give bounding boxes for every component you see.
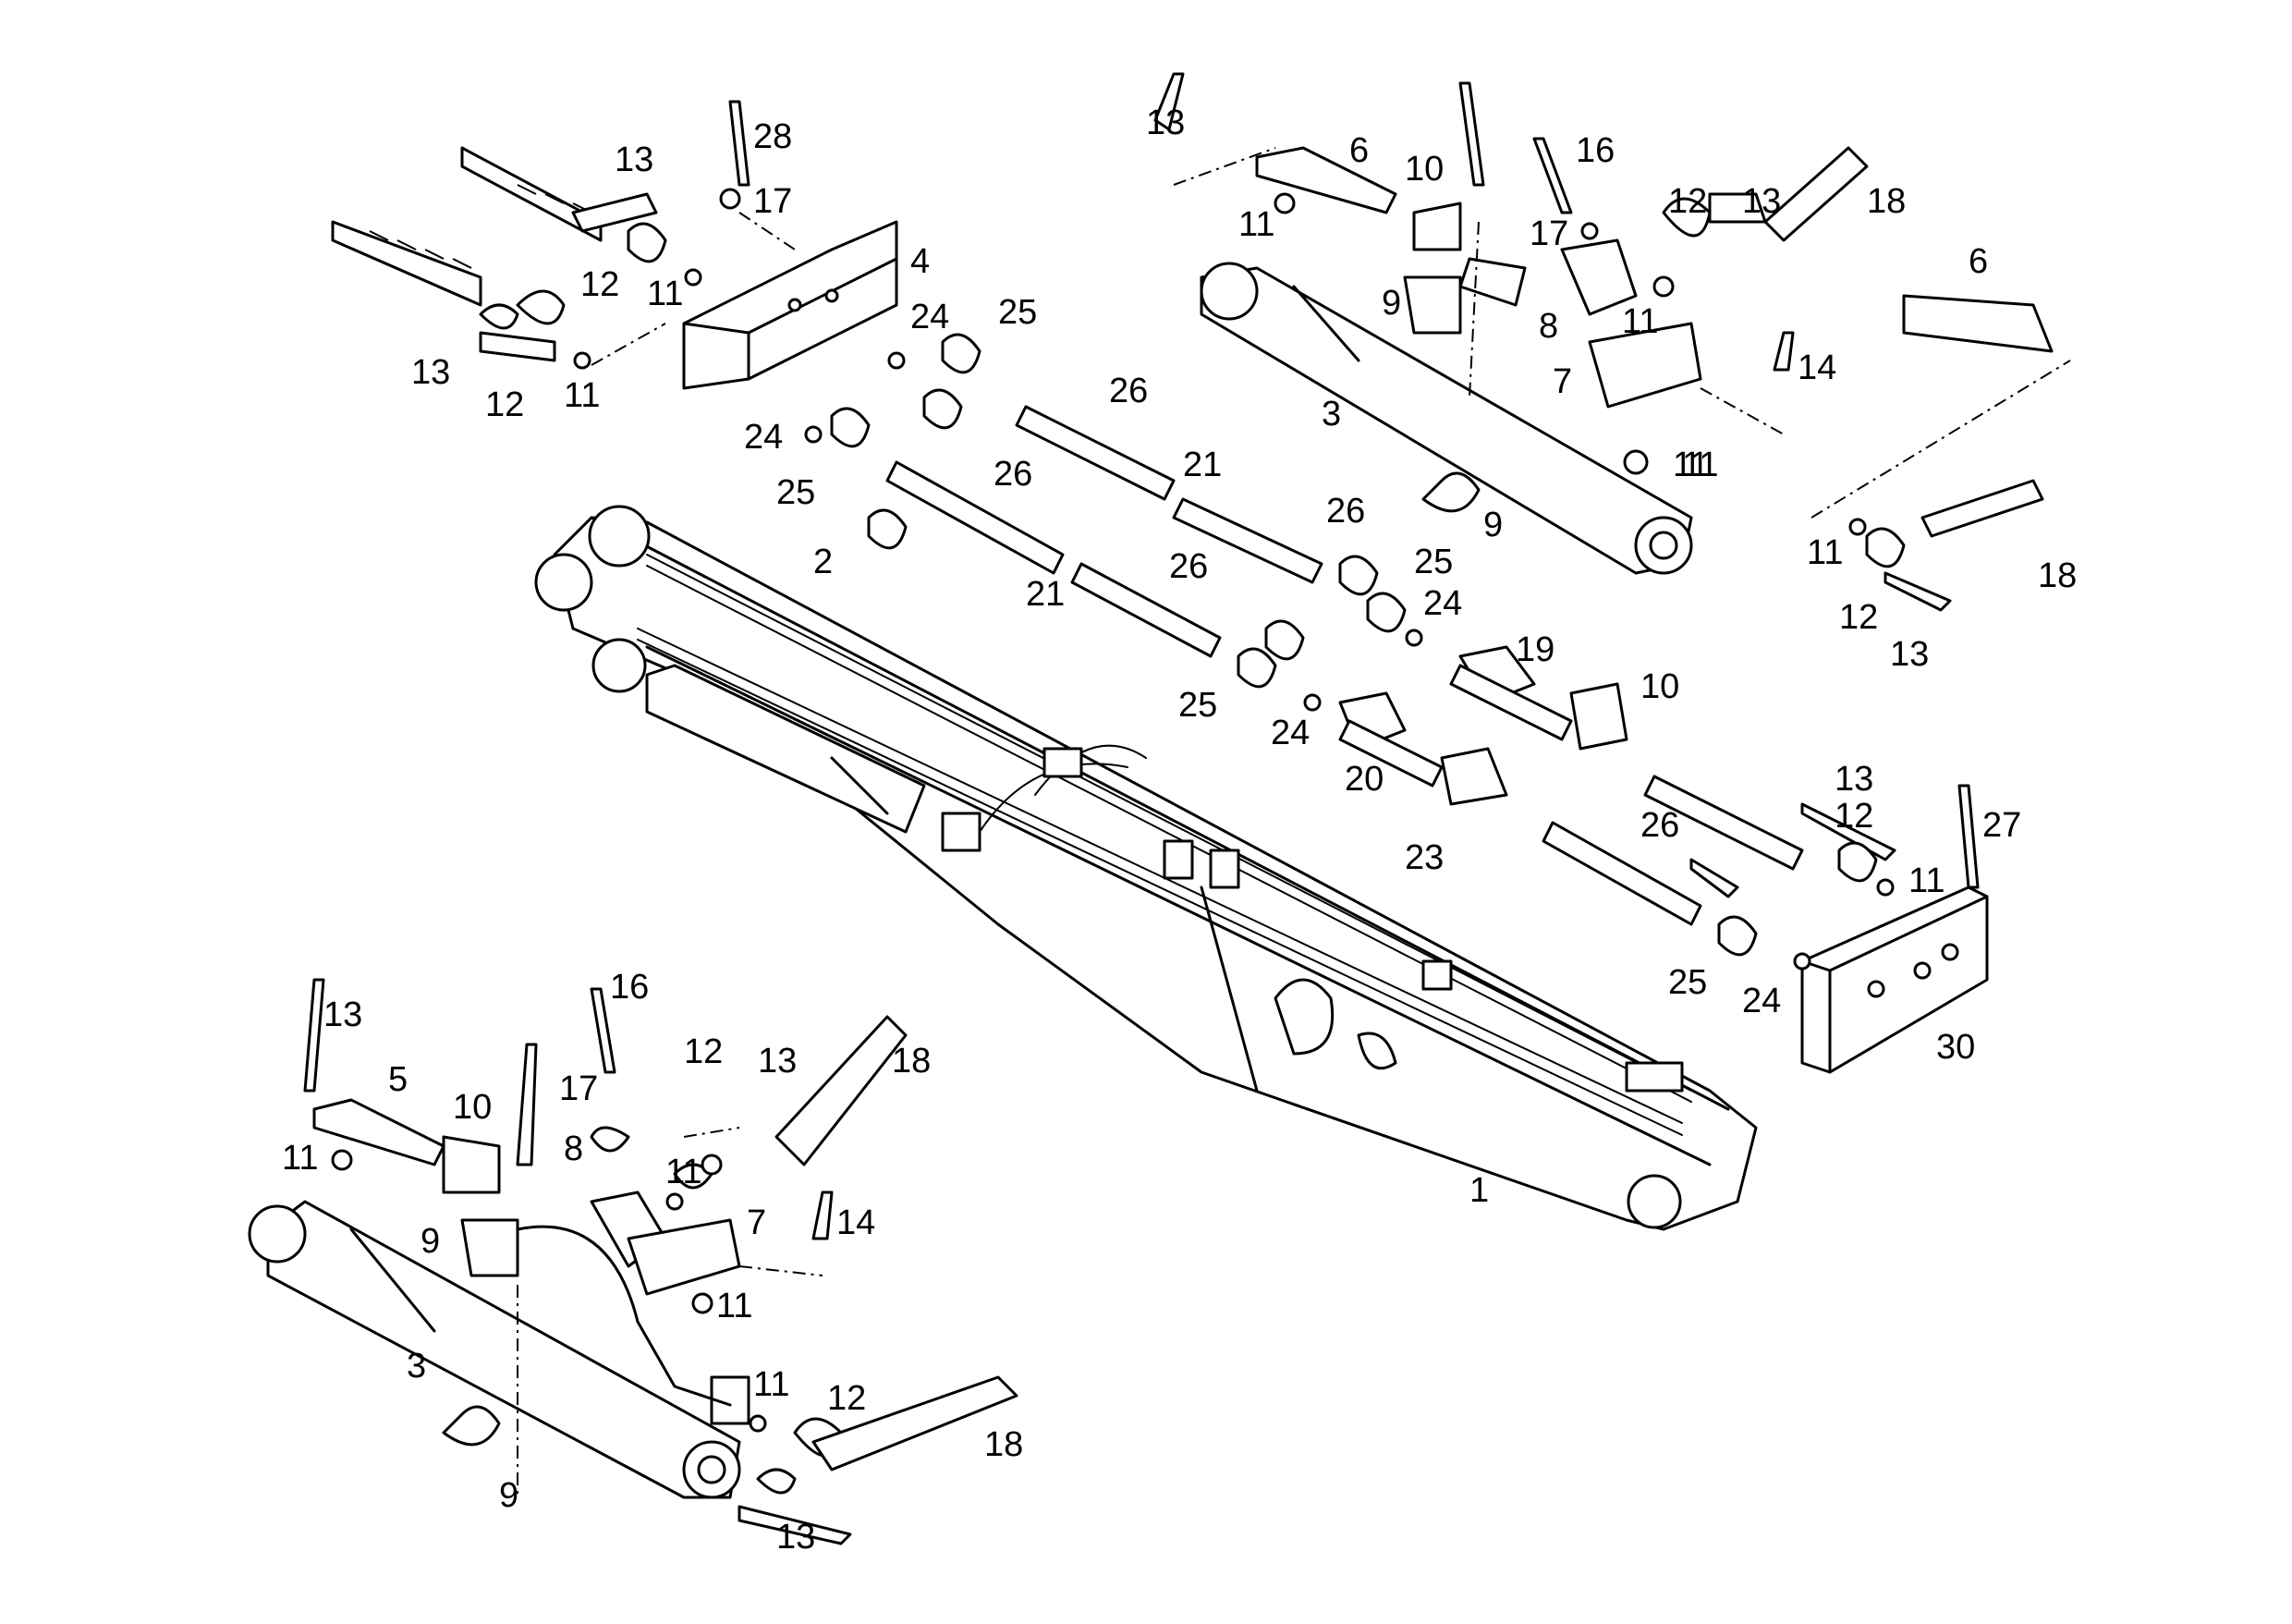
label-26-a: 26 bbox=[1109, 372, 1148, 410]
label-11-g: 11 bbox=[647, 275, 683, 313]
label-13-right: 13 bbox=[1890, 635, 1929, 674]
label-2: 2 bbox=[813, 543, 833, 581]
label-11-f: 11 bbox=[564, 376, 600, 415]
label-20: 20 bbox=[1345, 760, 1384, 799]
label-11-d: 11 bbox=[1807, 533, 1843, 572]
label-17-lower: 17 bbox=[559, 1069, 598, 1108]
label-5: 5 bbox=[388, 1060, 408, 1099]
label-18-lower: 18 bbox=[892, 1042, 931, 1081]
label-14-lower: 14 bbox=[836, 1203, 875, 1242]
label-13-lower-c: 13 bbox=[776, 1518, 815, 1557]
right-parts bbox=[1689, 479, 2044, 971]
label-13-lower-b: 13 bbox=[758, 1042, 797, 1081]
label-9-upper-b: 9 bbox=[1483, 506, 1503, 544]
label-11-c: 11 bbox=[1673, 446, 1709, 484]
label-24-d: 24 bbox=[1271, 714, 1310, 752]
boom-cylinder bbox=[645, 664, 926, 834]
label-25-a: 25 bbox=[998, 293, 1037, 332]
label-25-b: 25 bbox=[776, 473, 815, 512]
label-14-upper: 14 bbox=[1798, 348, 1836, 387]
boom-pipes bbox=[637, 554, 1692, 1136]
label-11-i: 11 bbox=[665, 1153, 701, 1191]
label-11-a: 11 bbox=[1238, 205, 1274, 244]
label-3-upper: 3 bbox=[1322, 395, 1341, 433]
label-12-lower: 12 bbox=[684, 1032, 723, 1071]
label-9-upper: 9 bbox=[1382, 284, 1401, 323]
label-11-e: 11 bbox=[1908, 861, 1945, 900]
label-3-lower: 3 bbox=[407, 1347, 426, 1386]
label-23: 23 bbox=[1405, 838, 1444, 877]
valve-block-30 bbox=[1800, 885, 1989, 1074]
cylinder-upper-parts bbox=[1153, 72, 2071, 519]
label-12-upper: 12 bbox=[1668, 182, 1707, 221]
label-12-left-b: 12 bbox=[485, 385, 524, 424]
label-13-upper: 13 bbox=[1146, 104, 1185, 142]
label-11-k: 11 bbox=[753, 1365, 789, 1404]
label-25-c: 25 bbox=[1414, 543, 1453, 581]
label-6-right: 6 bbox=[1969, 242, 1988, 281]
label-18-upper: 18 bbox=[1867, 182, 1906, 221]
label-12-lower-b: 12 bbox=[827, 1379, 866, 1418]
label-13-left-a: 13 bbox=[615, 140, 653, 179]
label-26-c: 26 bbox=[1326, 492, 1365, 531]
label-12-right: 12 bbox=[1839, 598, 1878, 637]
label-24-e: 24 bbox=[1742, 982, 1781, 1020]
label-25-d: 25 bbox=[1178, 686, 1217, 725]
label-27: 27 bbox=[1982, 806, 2021, 845]
label-17-upper: 17 bbox=[1530, 214, 1568, 253]
arm-cylinder-upper bbox=[1200, 262, 1693, 575]
label-10-upper: 10 bbox=[1405, 150, 1444, 189]
label-12-left-a: 12 bbox=[580, 265, 619, 304]
label-1: 1 bbox=[1469, 1171, 1489, 1210]
label-25-e: 25 bbox=[1668, 963, 1707, 1002]
hoses-left bbox=[331, 100, 796, 370]
center-hoses bbox=[804, 333, 1804, 926]
label-26-d: 26 bbox=[1169, 547, 1208, 586]
label-17-left: 17 bbox=[753, 182, 792, 221]
label-11-h: 11 bbox=[282, 1139, 318, 1178]
label-9-lower-b: 9 bbox=[499, 1476, 518, 1515]
label-13-block: 13 bbox=[1835, 760, 1873, 799]
label-21-b: 21 bbox=[1026, 575, 1065, 614]
label-19: 19 bbox=[1516, 630, 1554, 669]
label-26-b: 26 bbox=[994, 455, 1032, 494]
cylinder-lower-parts bbox=[303, 978, 1018, 1545]
label-8-lower: 8 bbox=[564, 1129, 583, 1168]
label-28: 28 bbox=[753, 117, 792, 156]
label-16-upper: 16 bbox=[1576, 131, 1615, 170]
label-26-e: 26 bbox=[1640, 806, 1679, 845]
label-12-block: 12 bbox=[1835, 797, 1873, 836]
label-13-upper-b: 13 bbox=[1742, 182, 1781, 221]
label-7-lower: 7 bbox=[747, 1203, 766, 1242]
label-30: 30 bbox=[1936, 1028, 1975, 1067]
label-13-lower: 13 bbox=[323, 995, 362, 1034]
label-6-top: 6 bbox=[1349, 131, 1369, 170]
label-11-b: 11 bbox=[1622, 302, 1658, 341]
label-24-b: 24 bbox=[744, 418, 783, 457]
label-10-lower: 10 bbox=[453, 1088, 492, 1127]
label-8-upper: 8 bbox=[1539, 307, 1558, 346]
label-4: 4 bbox=[910, 242, 930, 281]
label-18-right: 18 bbox=[2038, 556, 2077, 595]
label-24-c: 24 bbox=[1423, 584, 1462, 623]
label-10-right: 10 bbox=[1640, 667, 1679, 706]
part-labels: 1 2 3 3 4 5 6 6 7 7 8 8 9 9 9 9 10 10 10… bbox=[282, 104, 2077, 1557]
label-11-l: 11 bbox=[1682, 446, 1718, 484]
label-24-a: 24 bbox=[910, 298, 949, 336]
label-7-upper: 7 bbox=[1553, 362, 1572, 401]
label-21-a: 21 bbox=[1183, 446, 1222, 484]
label-18-lower-b: 18 bbox=[984, 1425, 1023, 1464]
label-16-lower: 16 bbox=[610, 968, 649, 1007]
label-13-left-b: 13 bbox=[411, 353, 450, 392]
label-9-lower: 9 bbox=[421, 1222, 440, 1261]
valve-block-4 bbox=[682, 220, 898, 390]
arm-cylinder-lower bbox=[248, 1200, 741, 1499]
label-11-j: 11 bbox=[716, 1287, 752, 1325]
